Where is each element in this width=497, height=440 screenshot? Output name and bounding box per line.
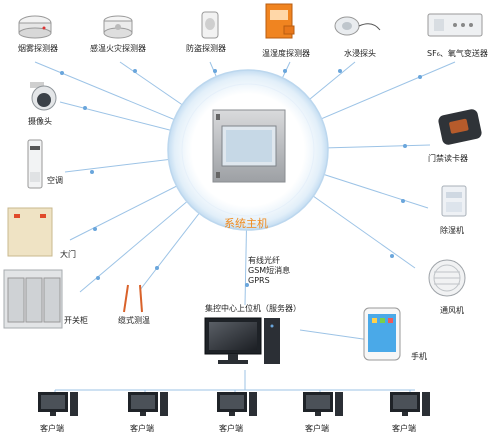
ventilator-icon[interactable] [428,259,466,297]
smoke-detector-icon[interactable] [18,15,52,39]
client-label: 客户端 [305,424,329,433]
door-panel-icon[interactable] [7,207,53,257]
network-line-1: GSM短消息 [248,266,291,275]
water-probe-icon[interactable] [334,16,381,36]
client-label: 客户端 [40,424,64,433]
connection-dots [60,69,422,287]
card-reader-label: 门禁读卡器 [428,154,468,163]
intrusion-detector-icon[interactable] [201,11,219,39]
server-label: 集控中心上位机（服务器） [205,304,301,313]
water-probe-label: 水浸探头 [344,49,376,58]
temp-humidity-detector-label: 温湿度探测器 [262,49,310,58]
air-conditioner-label: 空调 [47,176,63,185]
cable-temp-label: 缆式测温 [118,316,150,325]
dehumidifier-icon[interactable] [441,185,467,217]
client-label: 客户端 [130,424,154,433]
camera-icon[interactable] [30,82,57,111]
smoke-detector-label: 烟雾探测器 [18,44,58,53]
temp-humidity-detector-icon[interactable] [265,3,295,39]
sf6-transmitter-icon[interactable] [427,13,483,37]
switchgear-icon[interactable] [3,269,63,329]
phone-label: 手机 [411,352,427,361]
camera-label: 摄像头 [28,117,52,126]
network-line-2: GPRS [248,276,270,285]
switchgear-label: 开关柜 [64,316,88,325]
dehumidifier-label: 除湿机 [440,226,464,235]
card-reader-icon[interactable] [437,108,482,146]
server-workstation-icon[interactable] [204,317,280,364]
network-line-0: 有线光纤 [248,256,280,265]
client-label: 客户端 [219,424,243,433]
door-label: 大门 [60,250,76,259]
system-host-label: 系统主机 [224,217,268,230]
sf6-transmitter-label: SF₆、氧气变送器 [427,49,488,58]
intrusion-detector-label: 防盗探测器 [186,44,226,53]
phone-icon[interactable] [363,307,401,361]
system-host-icon[interactable] [212,109,286,183]
client-computer-icon[interactable] [38,392,78,416]
client-computer-icon[interactable] [303,392,343,416]
cable-temp-icon[interactable] [123,284,143,313]
air-conditioner-icon[interactable] [27,139,43,189]
client-computer-icon[interactable] [217,392,257,416]
thermal-detector-label: 感温火灾探测器 [90,44,146,53]
client-label: 客户端 [392,424,416,433]
client-computer-icon[interactable] [390,392,430,416]
client-computer-icon[interactable] [128,392,168,416]
ventilator-label: 通风机 [440,306,464,315]
thermal-detector-icon[interactable] [103,15,133,39]
